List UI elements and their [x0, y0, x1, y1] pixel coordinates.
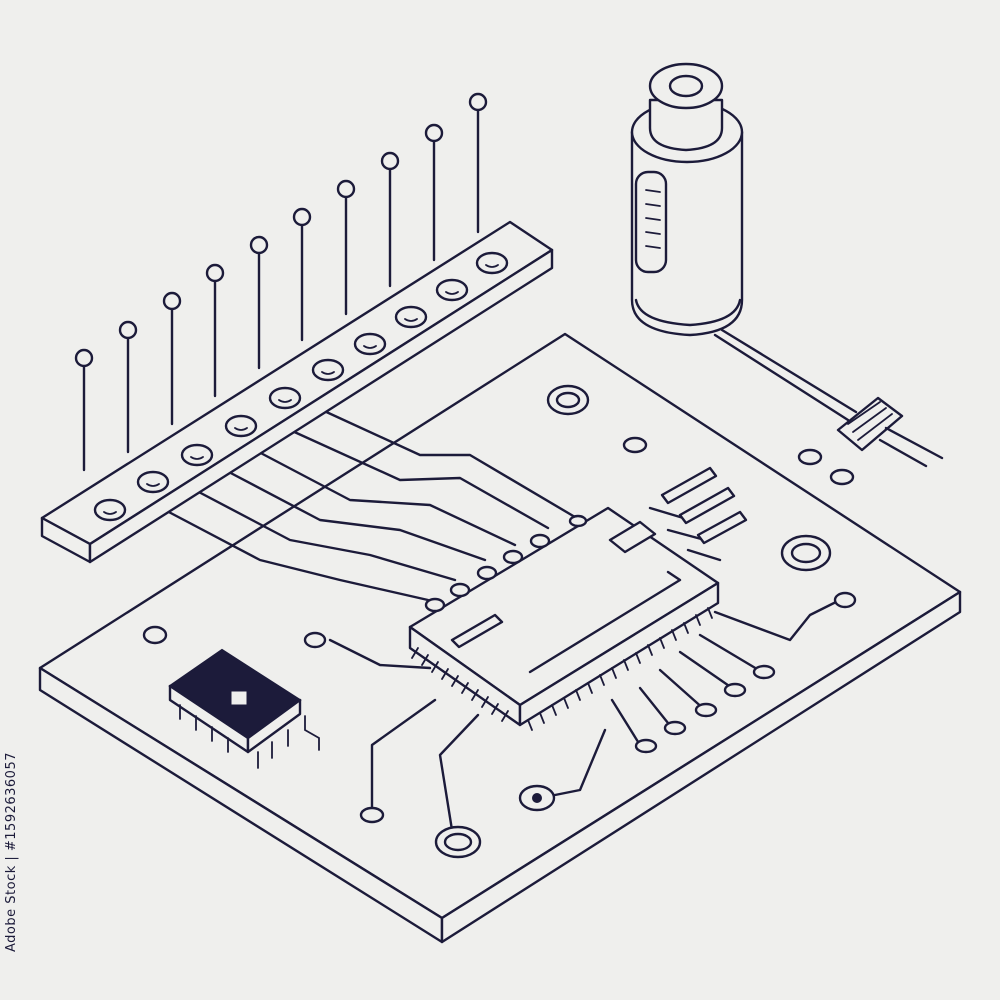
cable-connector — [630, 62, 944, 468]
small-ic — [168, 648, 320, 769]
main-chip — [408, 506, 720, 731]
pcb-pads — [142, 384, 857, 859]
stock-id-watermark: Adobe Stock | #1592636057 — [4, 752, 19, 952]
smd-pads — [660, 466, 748, 545]
header-pins — [74, 92, 488, 472]
pcb-traces — [163, 408, 842, 832]
pin-header — [40, 220, 554, 564]
